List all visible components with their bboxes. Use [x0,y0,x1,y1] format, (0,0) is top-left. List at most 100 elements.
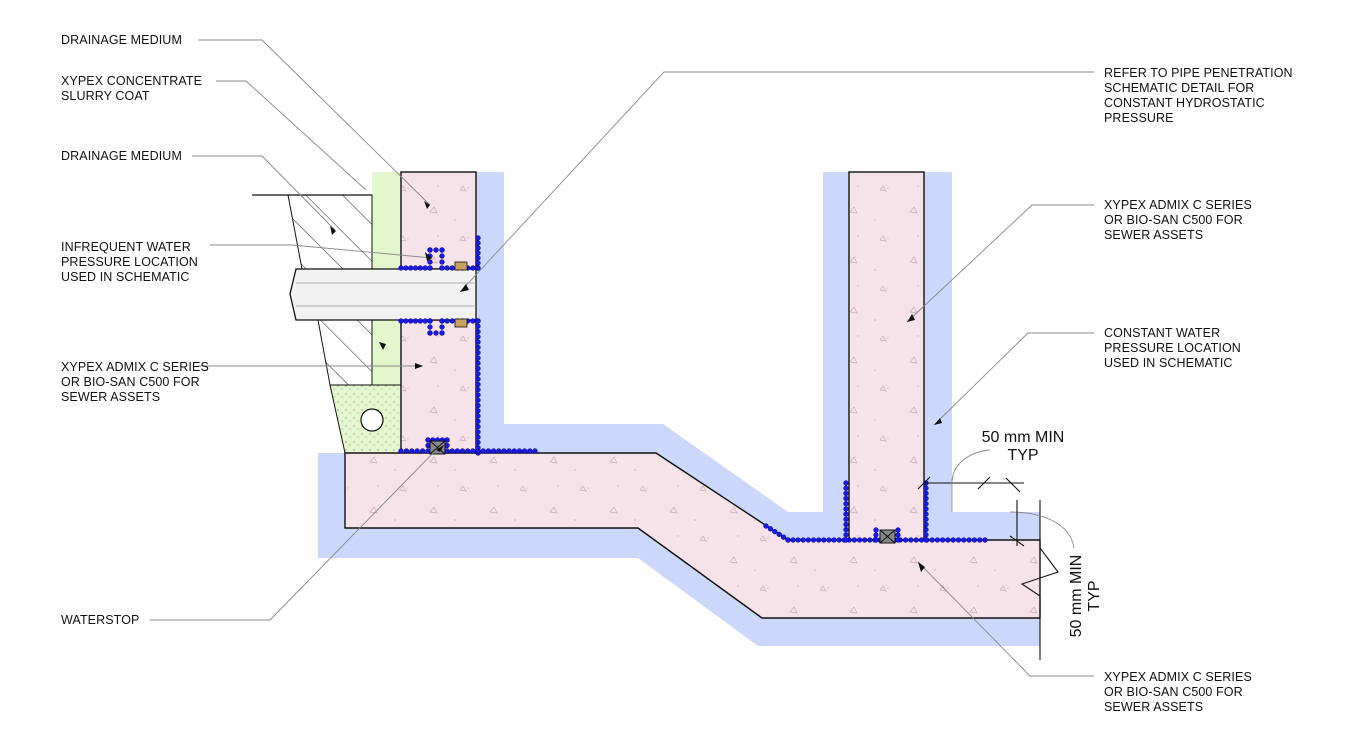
dimension-vertical: 50 mm MIN TYP [1068,554,1103,638]
crystalline-bead [923,516,929,522]
label-drainage-medium-top: DRAINAGE MEDIUM [61,33,182,47]
crystalline-bead [475,413,481,419]
crystalline-bead [971,537,978,543]
crystalline-bead [867,537,873,543]
label-admix-right-top: XYPEX ADMIX C SERIES OR BIO-SAN C500 FOR… [1104,198,1252,242]
crystalline-bead [433,247,439,253]
crystalline-bead [475,408,481,414]
crystalline-bead [422,265,428,271]
crystalline-bead [776,531,782,538]
crystalline-bead [409,448,415,454]
crystalline-bead [805,537,812,543]
label-drainage-medium-mid: DRAINAGE MEDIUM [61,149,182,163]
crystalline-bead [800,537,806,543]
crystalline-bead [439,318,445,324]
crystalline-bead [895,527,901,533]
crystalline-bead [908,537,914,543]
crystalline-bead [475,371,481,377]
crystalline-bead [843,537,849,543]
soil-backfill-upper [287,194,373,270]
crystalline-bead [516,448,523,454]
crystalline-bead [923,495,929,502]
crystalline-bead [934,537,941,543]
crystalline-bead [475,240,481,246]
crystalline-bead [439,247,445,253]
crystalline-bead [843,501,849,507]
crystalline-bead [427,247,433,253]
crystalline-bead [449,318,455,324]
crystalline-bead [851,537,858,543]
crystalline-bead [982,537,988,543]
aggregate-slab [346,454,1039,617]
crystalline-bead [439,324,445,330]
crystalline-bead [923,490,929,497]
crystalline-bead [417,318,423,324]
aggregate-left-lower [402,321,475,452]
crystalline-bead [843,495,849,502]
crystalline-bead [475,339,481,345]
crystalline-bead [475,434,481,440]
soil-backfill-lower [317,319,373,386]
pipe-collar-lower [454,318,468,328]
crystalline-bead [408,318,414,324]
aggregate-right-wall [850,173,923,539]
crystalline-bead [929,537,935,543]
crystalline-bead [923,501,929,507]
crystalline-bead [480,448,486,454]
crystalline-bead [485,448,492,454]
crystalline-bead [843,532,849,538]
crystalline-bead [439,259,445,265]
crystalline-bead [843,485,849,491]
crystalline-bead [490,448,497,454]
crystalline-bead [449,265,455,271]
crystalline-bead [511,448,517,454]
crystalline-bead [459,448,466,454]
pipe-penetration [289,268,477,321]
crystalline-bead [475,402,481,409]
crystalline-bead [527,448,533,454]
crystalline-bead [506,448,512,454]
pipe-collar-upper [454,261,468,271]
crystalline-bead [439,330,445,336]
crystalline-bead [417,265,423,271]
crystalline-bead [780,534,787,540]
crystalline-bead [470,265,476,271]
crystalline-bead [843,526,849,533]
crystalline-bead [454,448,461,454]
crystalline-bead [961,537,967,543]
crystalline-bead [475,423,481,430]
crystalline-bead [433,330,439,336]
crystalline-bead [816,537,822,543]
crystalline-bead [923,521,929,528]
crystalline-bead [772,528,778,535]
dimension-horizontal: 50 mm MIN TYP [981,429,1065,464]
crystalline-bead [521,448,528,454]
crystalline-bead [923,485,929,491]
crystalline-bead [444,318,450,324]
crystalline-bead [475,397,481,403]
crystalline-bead [449,448,455,454]
crystalline-bead [950,537,956,543]
crystalline-bead [873,527,879,533]
crystalline-bead [408,265,414,271]
label-waterstop: WATERSTOP [61,613,140,627]
drain-pipe [360,408,384,432]
crystalline-bead [427,259,433,265]
crystalline-bead [414,448,420,454]
crystalline-bead [475,235,481,241]
crystalline-bead [532,448,538,454]
crystalline-bead [475,350,481,356]
crystalline-bead [831,537,837,543]
crystalline-bead [790,537,796,543]
waterstops [429,261,896,544]
crystalline-bead [836,537,842,543]
crystalline-bead [955,537,962,543]
crystalline-bead [826,537,832,543]
crystalline-bead [895,537,901,543]
crystalline-bead [412,265,419,271]
crystalline-bead [873,537,879,543]
crystalline-bead [398,265,404,271]
crystalline-bead [767,526,774,532]
crystalline-bead [427,324,433,330]
crystalline-bead [475,448,481,454]
